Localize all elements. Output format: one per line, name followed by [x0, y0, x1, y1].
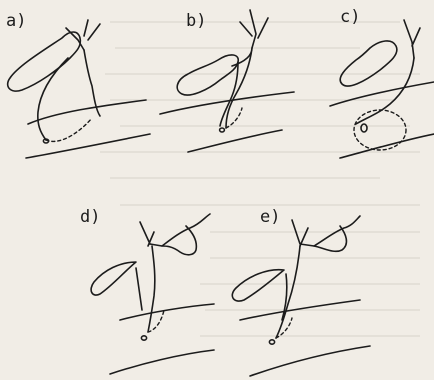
panel-d-label: d) — [80, 207, 100, 227]
panel-a-papilla — [43, 139, 48, 143]
panel-e-gallbladder — [232, 270, 284, 301]
panel-c-hepatic-ducts — [404, 20, 420, 58]
panel-c-label: c) — [340, 7, 360, 27]
panel-c: c) — [330, 7, 434, 158]
panel-d-hepatic-ducts — [140, 214, 210, 255]
panel-e-hepatic-ducts — [292, 216, 360, 251]
panel-b-label: b) — [186, 11, 206, 31]
panel-a: a) — [6, 11, 150, 158]
panel-b-hepatic-ducts — [240, 10, 268, 48]
panel-b: b) — [160, 10, 294, 152]
panel-a-duodenum — [26, 100, 150, 158]
panel-d-gallbladder — [91, 262, 136, 295]
panel-d: d) — [80, 207, 214, 374]
panel-a-hepatic-ducts — [66, 20, 100, 50]
panel-a-gallbladder — [8, 32, 81, 91]
panel-d-bile-duct — [136, 246, 164, 340]
panel-c-papilla — [361, 124, 367, 132]
panel-b-bile-duct — [220, 48, 252, 132]
panel-a-label: a) — [6, 11, 26, 31]
panel-e-duodenum — [240, 300, 370, 376]
panel-e-label: e) — [260, 207, 280, 227]
panel-e-bile-duct — [269, 246, 300, 344]
panel-c-duodenum — [330, 82, 434, 158]
panel-b-papilla — [220, 128, 225, 132]
panel-b-gallbladder — [177, 55, 238, 95]
panel-a-bile-duct — [38, 50, 100, 143]
panel-e-papilla — [269, 340, 274, 344]
panel-d-papilla — [141, 336, 146, 340]
panel-c-diverticulum — [354, 110, 406, 150]
panel-d-duodenum — [110, 304, 214, 374]
